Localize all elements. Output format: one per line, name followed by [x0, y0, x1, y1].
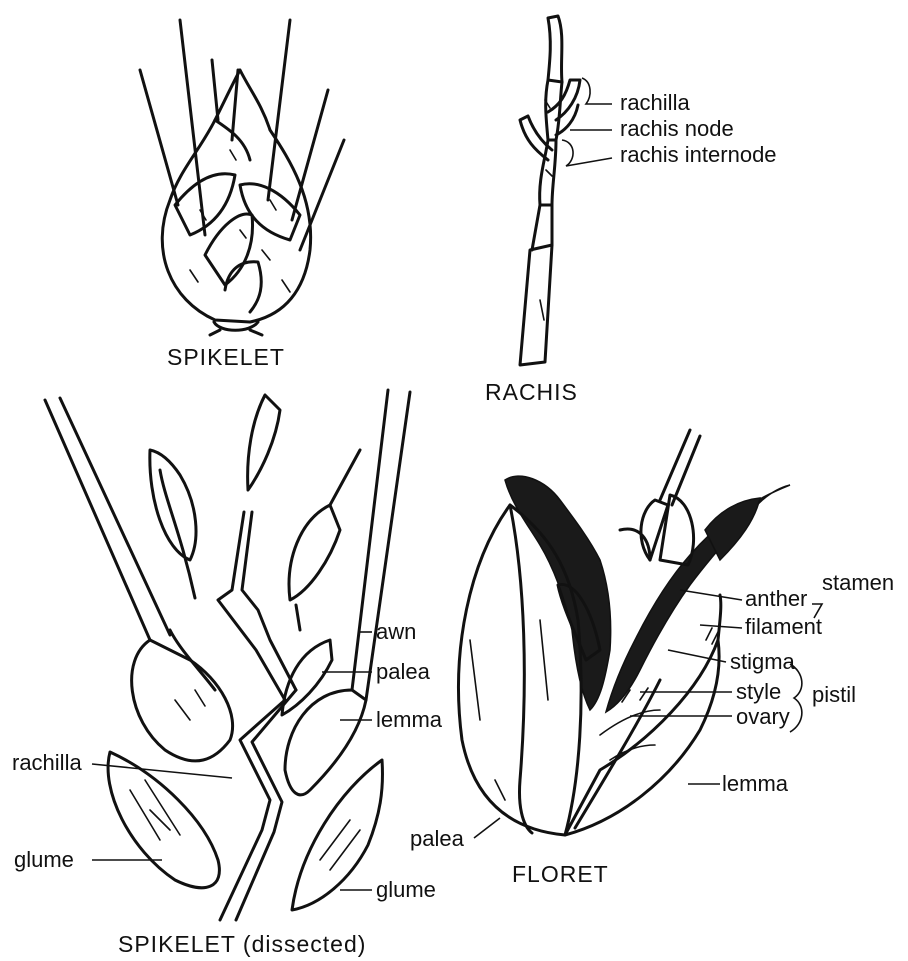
spikelet-dissected-drawing: [45, 390, 410, 920]
rachilla-dissected-leader: [92, 764, 232, 778]
stigma-leader: [668, 650, 726, 662]
label-stigma: stigma: [730, 649, 796, 674]
label-rachilla-dissected: rachilla: [12, 750, 82, 775]
rachis-internode-leader: [562, 140, 612, 166]
label-stamen: stamen: [822, 570, 894, 595]
anther-leader: [680, 590, 742, 600]
label-anther: anther: [745, 586, 807, 611]
label-filament: filament: [745, 614, 822, 639]
label-rachis-internode: rachis internode: [620, 142, 777, 167]
pistil-brace: [790, 664, 802, 732]
caption-rachis: RACHIS: [485, 379, 578, 405]
label-lemma-floret: lemma: [722, 771, 789, 796]
label-lemma-dissected: lemma: [376, 707, 443, 732]
label-palea-dissected: palea: [376, 659, 431, 684]
label-awn: awn: [376, 619, 416, 644]
caption-spikelet-dissected: SPIKELET (dissected): [118, 931, 366, 957]
rachilla-leader: [582, 78, 612, 104]
label-glume-right: glume: [376, 877, 436, 902]
caption-spikelet: SPIKELET: [167, 344, 285, 370]
label-palea-floret: palea: [410, 826, 465, 851]
palea-floret-leader: [474, 818, 500, 838]
label-glume-left: glume: [14, 847, 74, 872]
label-ovary: ovary: [736, 704, 790, 729]
spikelet-drawing: [140, 20, 344, 335]
label-rachis-node: rachis node: [620, 116, 734, 141]
label-pistil: pistil: [812, 682, 856, 707]
label-style: style: [736, 679, 781, 704]
caption-floret: FLORET: [512, 861, 609, 887]
label-rachilla-top: rachilla: [620, 90, 690, 115]
filament-leader: [700, 625, 742, 628]
rachis-drawing: [520, 16, 580, 365]
